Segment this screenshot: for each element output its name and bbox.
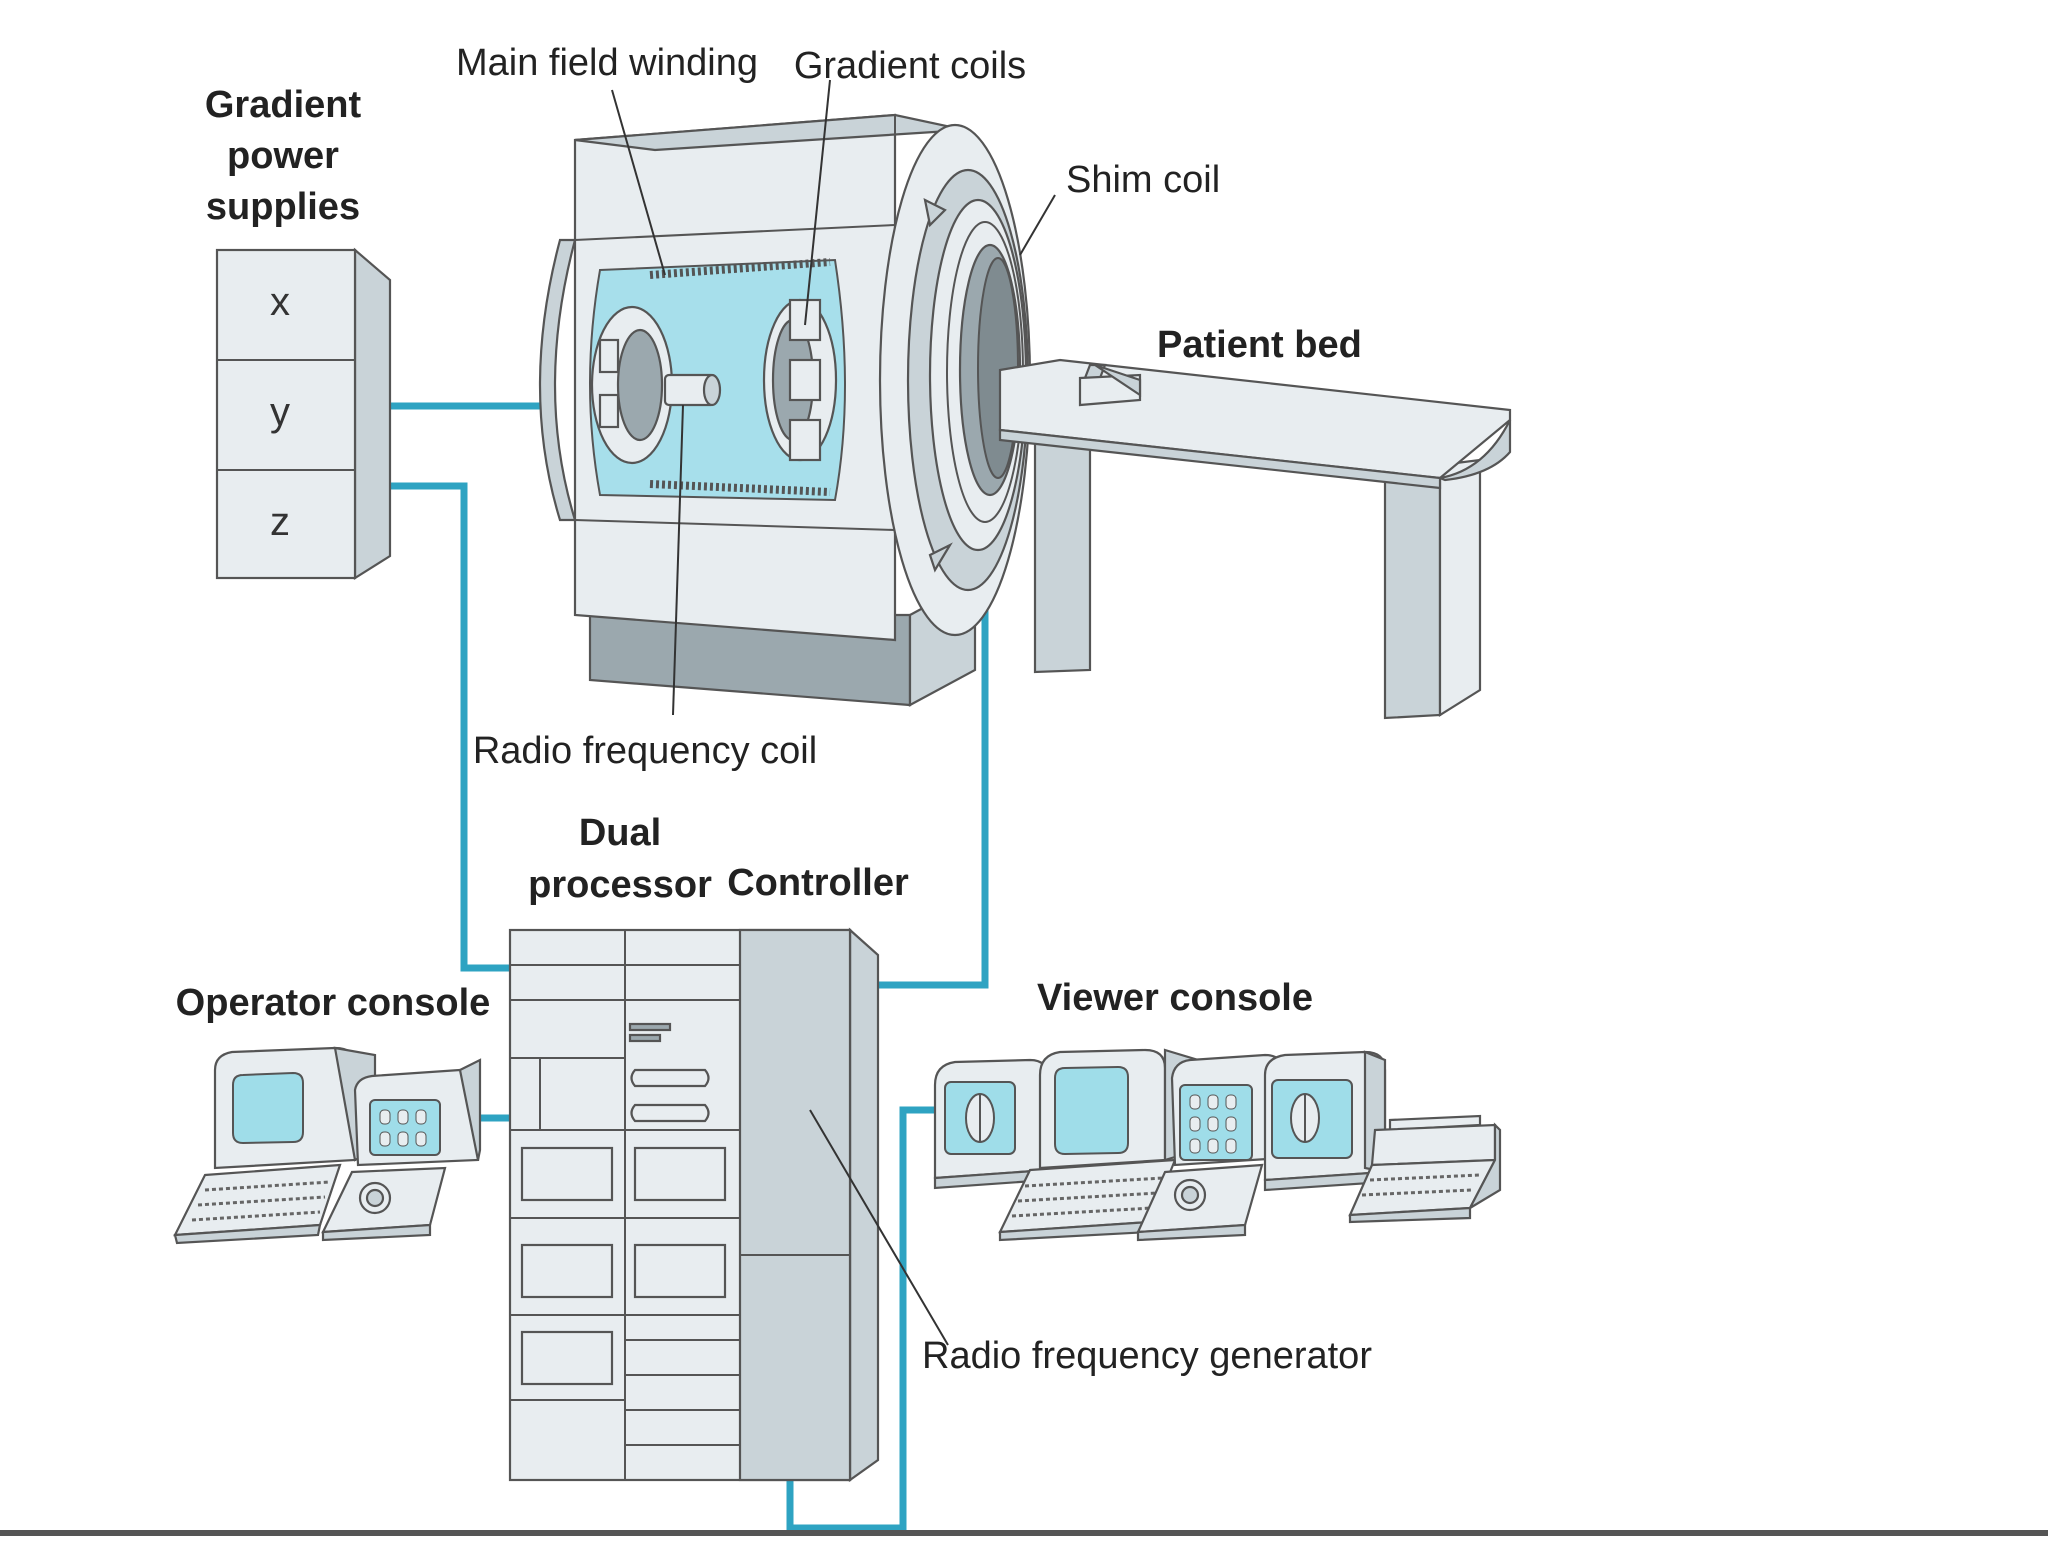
gradient-power-supplies-label-line1: Gradient [205,84,362,126]
viewer-console [933,1048,1502,1242]
operator-console-label: Operator console [176,982,491,1024]
main-field-winding-label: Main field winding [456,42,758,84]
leader-radio-frequency-coil [672,404,684,716]
gradient-power-supplies-label-line3: supplies [206,186,360,228]
leader-radio-frequency-generator [809,1109,949,1346]
patient-bed-label: Patient bed [1157,324,1362,366]
leader-lines [611,79,1056,1346]
radio-frequency-generator-panel [738,928,852,1482]
gradient-power-supplies-cabinet: x y z [215,247,392,580]
control-cabinet [508,927,880,1483]
leader-gradient-coils [804,79,831,326]
bottom-border [0,1530,2048,1536]
axis-x-label: x [270,280,290,324]
gradient-power-supplies-label-line2: power [227,135,339,177]
axis-y-label: y [270,390,290,434]
gradient-coils-label: Gradient coils [794,45,1026,87]
viewer-console-label: Viewer console [1037,977,1313,1019]
magnet-gantry [538,113,1032,707]
connection-wires [390,402,989,1532]
axis-z-label: z [270,500,290,544]
shim-coil-label: Shim coil [1066,159,1220,201]
printer [1348,1114,1502,1224]
radio-frequency-generator-label: Radio frequency generator [922,1335,1372,1377]
dual-processor-label-line1: Dual [579,812,661,854]
operator-console [173,1046,482,1245]
leader-shim-coil [1019,194,1056,256]
dual-processor-label-line2: processor [528,864,712,906]
controller-label: Controller [727,862,909,904]
dual-processor-drawers [510,964,740,1446]
leader-main-field-winding [611,89,666,276]
labels: Gradient power supplies Main field windi… [176,42,1373,1377]
patient-bed [998,358,1512,720]
radio-frequency-coil-label: Radio frequency coil [473,730,817,772]
